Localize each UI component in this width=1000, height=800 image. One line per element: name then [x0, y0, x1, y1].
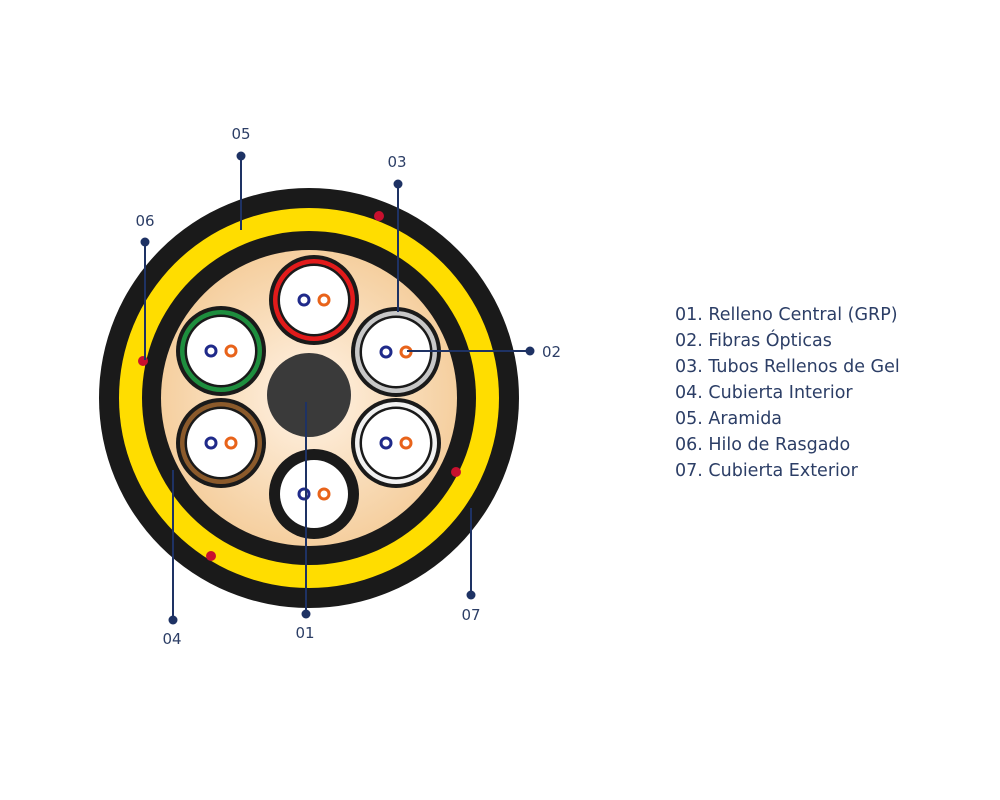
legend-item: 05. Aramida [675, 409, 783, 429]
callout-number-04: 04 [162, 630, 181, 648]
tube-green [176, 306, 266, 396]
leader-dot-03 [393, 179, 403, 189]
tube-core [362, 409, 430, 477]
tube-brown [176, 398, 266, 488]
tube-black [269, 449, 359, 539]
ripcord-dot [451, 467, 461, 477]
tube-white [351, 398, 441, 488]
legend-item: 04. Cubierta Interior [675, 383, 853, 403]
leader-dot-06 [140, 237, 150, 247]
leader-lines-group [140, 151, 535, 625]
legend-item: 01. Relleno Central (GRP) [675, 305, 898, 325]
fiber-blue [297, 487, 311, 501]
fiber-blue [379, 436, 393, 450]
ripcord-dot [138, 356, 148, 366]
callout-number-02: 02 [542, 343, 561, 361]
tube-core [187, 409, 255, 477]
ripcord-dot [206, 551, 216, 561]
fiber-orange [399, 436, 413, 450]
central-member [267, 353, 351, 437]
fiber-blue [204, 436, 218, 450]
fiber-orange [224, 436, 238, 450]
tube-core [280, 460, 348, 528]
callout-number-05: 05 [231, 125, 250, 143]
legend-item: 03. Tubos Rellenos de Gel [675, 357, 900, 377]
leader-dot-01 [301, 609, 311, 619]
tube-core [362, 318, 430, 386]
callout-number-03: 03 [387, 153, 406, 171]
tube-core [187, 317, 255, 385]
tube-core [280, 266, 348, 334]
leader-dot-04 [168, 615, 178, 625]
callout-number-06: 06 [135, 212, 154, 230]
leader-dot-05 [236, 151, 246, 161]
fiber-orange [317, 487, 331, 501]
legend-list: 01. Relleno Central (GRP) 02. Fibras Ópt… [675, 302, 900, 484]
tube-silver [351, 307, 441, 397]
leader-dot-02 [525, 346, 535, 356]
leader-dot-07 [466, 590, 476, 600]
fiber-blue [204, 344, 218, 358]
legend-item: 06. Hilo de Rasgado [675, 435, 851, 455]
fiber-orange [224, 344, 238, 358]
callout-number-07: 07 [461, 606, 480, 624]
fiber-blue [379, 345, 393, 359]
callout-number-01: 01 [295, 624, 314, 642]
ripcord-dot [374, 211, 384, 221]
fiber-blue [297, 293, 311, 307]
tube-red [269, 255, 359, 345]
legend-item: 07. Cubierta Exterior [675, 461, 858, 481]
legend-item: 02. Fibras Ópticas [675, 331, 832, 351]
loose-tubes-group [176, 255, 441, 539]
fiber-orange [317, 293, 331, 307]
